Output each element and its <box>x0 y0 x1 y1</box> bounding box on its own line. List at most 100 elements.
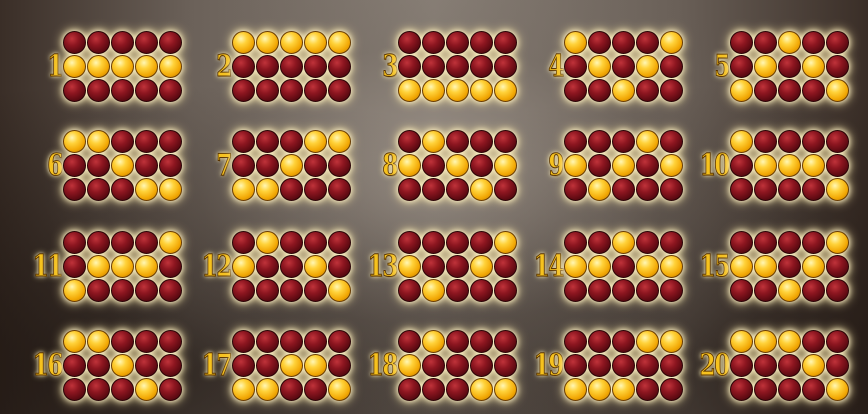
inactive-ball <box>328 79 351 102</box>
inactive-ball <box>87 178 110 201</box>
active-ball <box>422 330 445 353</box>
inactive-ball <box>636 378 659 401</box>
inactive-ball <box>730 354 753 377</box>
inactive-ball <box>328 55 351 78</box>
inactive-ball <box>398 178 421 201</box>
inactive-ball <box>135 154 158 177</box>
payline-number: 3 <box>361 31 397 101</box>
inactive-ball <box>232 55 255 78</box>
inactive-ball <box>754 178 777 201</box>
active-ball <box>660 255 683 278</box>
active-ball <box>778 154 801 177</box>
inactive-ball <box>588 279 611 302</box>
inactive-ball <box>398 330 421 353</box>
inactive-ball <box>280 79 303 102</box>
inactive-ball <box>328 354 351 377</box>
inactive-ball <box>802 231 825 254</box>
active-ball <box>612 231 635 254</box>
inactive-ball <box>328 255 351 278</box>
inactive-ball <box>422 31 445 54</box>
inactive-ball <box>135 231 158 254</box>
inactive-ball <box>111 79 134 102</box>
payline-number: 2 <box>195 31 231 101</box>
payline-pattern-grid <box>564 231 689 303</box>
payline-pattern-grid <box>730 231 855 303</box>
active-ball <box>494 231 517 254</box>
inactive-ball <box>159 255 182 278</box>
inactive-ball <box>470 330 493 353</box>
payline-16: 16 <box>30 330 190 400</box>
inactive-ball <box>135 354 158 377</box>
active-ball <box>304 31 327 54</box>
inactive-ball <box>280 378 303 401</box>
payline-pattern-grid <box>63 31 188 103</box>
payline-pattern-grid <box>63 130 188 202</box>
payline-pattern-grid <box>730 31 855 103</box>
active-ball <box>470 178 493 201</box>
active-ball <box>398 154 421 177</box>
active-ball <box>826 79 849 102</box>
active-ball <box>111 55 134 78</box>
active-ball <box>730 330 753 353</box>
inactive-ball <box>730 154 753 177</box>
payline-number: 14 <box>527 231 563 301</box>
active-ball <box>422 79 445 102</box>
payline-number: 20 <box>693 330 729 400</box>
inactive-ball <box>754 130 777 153</box>
active-ball <box>826 231 849 254</box>
active-ball <box>494 378 517 401</box>
inactive-ball <box>494 354 517 377</box>
inactive-ball <box>135 79 158 102</box>
payline-5: 5 <box>697 31 857 101</box>
inactive-ball <box>612 255 635 278</box>
inactive-ball <box>398 55 421 78</box>
active-ball <box>135 255 158 278</box>
inactive-ball <box>63 231 86 254</box>
inactive-ball <box>730 279 753 302</box>
inactive-ball <box>232 130 255 153</box>
payline-pattern-grid <box>730 330 855 402</box>
inactive-ball <box>111 31 134 54</box>
active-ball <box>446 154 469 177</box>
inactive-ball <box>159 378 182 401</box>
inactive-ball <box>422 55 445 78</box>
inactive-ball <box>612 130 635 153</box>
active-ball <box>304 130 327 153</box>
active-ball <box>612 79 635 102</box>
inactive-ball <box>470 354 493 377</box>
inactive-ball <box>564 55 587 78</box>
inactive-ball <box>564 354 587 377</box>
active-ball <box>588 255 611 278</box>
active-ball <box>564 31 587 54</box>
inactive-ball <box>470 154 493 177</box>
inactive-ball <box>730 31 753 54</box>
payline-pattern-grid <box>232 130 357 202</box>
payline-pattern-grid <box>63 330 188 402</box>
active-ball <box>754 255 777 278</box>
active-ball <box>754 154 777 177</box>
inactive-ball <box>588 231 611 254</box>
payline-number: 12 <box>195 231 231 301</box>
inactive-ball <box>660 279 683 302</box>
payline-20: 20 <box>697 330 857 400</box>
inactive-ball <box>422 231 445 254</box>
payline-number: 18 <box>361 330 397 400</box>
inactive-ball <box>304 330 327 353</box>
inactive-ball <box>470 130 493 153</box>
active-ball <box>422 279 445 302</box>
inactive-ball <box>660 79 683 102</box>
inactive-ball <box>730 178 753 201</box>
active-ball <box>87 330 110 353</box>
inactive-ball <box>63 178 86 201</box>
payline-pattern-grid <box>232 330 357 402</box>
inactive-ball <box>660 378 683 401</box>
payline-pattern-grid <box>730 130 855 202</box>
inactive-ball <box>778 354 801 377</box>
inactive-ball <box>256 130 279 153</box>
inactive-ball <box>636 279 659 302</box>
payline-7: 7 <box>199 130 359 200</box>
inactive-ball <box>446 178 469 201</box>
active-ball <box>470 378 493 401</box>
inactive-ball <box>802 378 825 401</box>
